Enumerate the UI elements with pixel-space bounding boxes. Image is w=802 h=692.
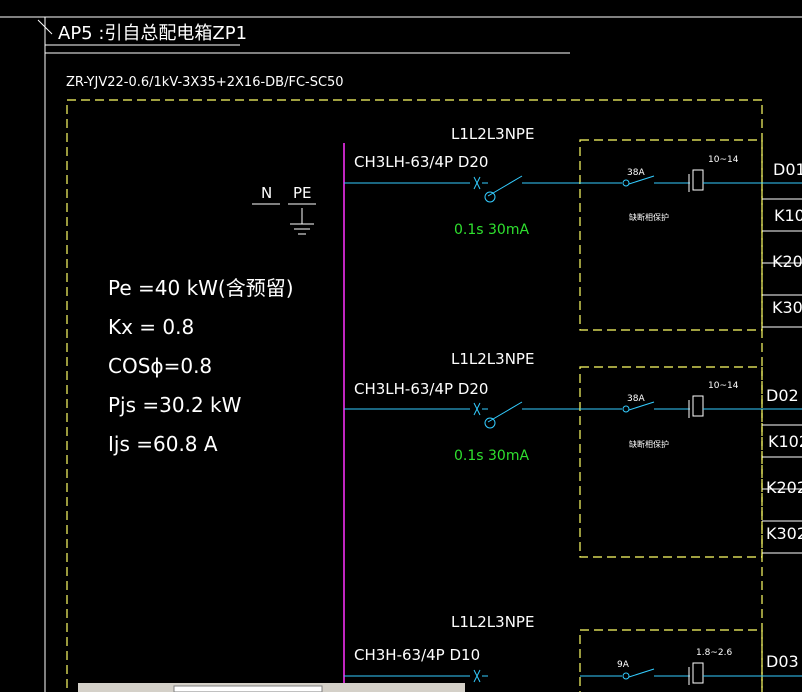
branch-2: L1L2L3NPE CH3LH-63/4P D20 0.1s 30mA 38A … [344, 350, 802, 558]
branch-1-starter-box [579, 139, 763, 331]
branch-3-phase: L1L2L3NPE [451, 613, 534, 631]
branch-1-phase: L1L2L3NPE [451, 125, 534, 143]
control-label: K301 [772, 298, 802, 317]
branch-2-protector: 缺断相保护 [629, 439, 669, 449]
ground-icon [290, 223, 314, 235]
branch-1-protector: 缺断相保护 [629, 212, 669, 222]
control-label: K302 [766, 524, 802, 543]
param-pe: Pe =40 kW(含预留) [108, 276, 294, 300]
branch-3-outlet: D03 [766, 652, 799, 671]
control-label: K102 [768, 432, 802, 451]
param-kx: Kx = 0.8 [108, 315, 194, 339]
breaker-1-icon [473, 175, 523, 203]
branch-1: L1L2L3NPE CH3LH-63/4P D20 0.1s 30mA 38A … [344, 125, 802, 331]
branch-2-phase: L1L2L3NPE [451, 350, 534, 368]
branch-1-breaker: CH3LH-63/4P D20 [354, 153, 488, 171]
branch-3-rating: 9A [617, 660, 630, 670]
branch-1-control-list: K101 K201 K301 [762, 198, 802, 328]
contactor-1-icon [622, 175, 655, 187]
branch-1-relay-range: 10~14 [708, 155, 739, 165]
command-bar[interactable] [78, 683, 465, 692]
branch-2-breaker: CH3LH-63/4P D20 [354, 380, 488, 398]
thermal-relay-2-icon [688, 395, 704, 418]
branch-3-breaker: CH3H-63/4P D10 [354, 646, 480, 664]
param-ijs: Ijs =60.8 A [108, 432, 218, 456]
branch-2-leakage: 0.1s 30mA [454, 448, 529, 464]
branch-3-starter-box [579, 629, 763, 692]
branch-1-rating: 38A [627, 168, 645, 178]
contactor-3-icon [622, 668, 655, 680]
command-input[interactable] [173, 685, 323, 692]
param-cos: COSϕ=0.8 [108, 354, 212, 378]
pe-label: PE [293, 184, 312, 202]
breaker-3-icon [473, 669, 488, 683]
control-label: K101 [774, 206, 802, 225]
thermal-relay-3-icon [688, 662, 704, 685]
load-parameters: Pe =40 kW(含预留) Kx = 0.8 COSϕ=0.8 Pjs =30… [108, 276, 294, 456]
control-label: K202 [766, 478, 802, 497]
branch-3-relay-range: 1.8~2.6 [696, 648, 732, 658]
breaker-2-icon [473, 401, 523, 429]
n-pe-terminals: N PE [252, 184, 316, 235]
panel-title: AP5 :引自总配电箱ZP1 [58, 23, 247, 44]
incoming-cable-spec: ZR-YJV22-0.6/1kV-3X35+2X16-DB/FC-SC50 [66, 75, 344, 90]
n-label: N [261, 184, 272, 202]
branch-2-starter-box [579, 366, 763, 558]
contactor-2-icon [622, 401, 655, 413]
branch-2-outlet: D02 [766, 386, 799, 405]
title-frame [0, 16, 802, 692]
control-label: K201 [772, 252, 802, 271]
branch-2-rating: 38A [627, 394, 645, 404]
branch-3: L1L2L3NPE CH3H-63/4P D10 9A 1.8~2.6 D03 [344, 613, 802, 692]
branch-2-relay-range: 10~14 [708, 381, 739, 391]
param-pjs: Pjs =30.2 kW [108, 393, 242, 417]
branch-1-leakage: 0.1s 30mA [454, 222, 529, 238]
branch-2-control-list: K102 K202 K302 [762, 424, 802, 554]
thermal-relay-1-icon [688, 169, 704, 192]
branch-1-outlet: D01 [773, 160, 802, 179]
